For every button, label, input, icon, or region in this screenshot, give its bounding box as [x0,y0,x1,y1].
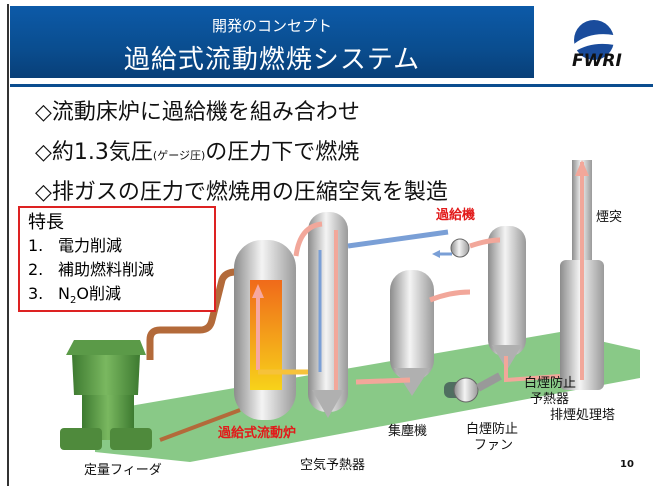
feature-item: 2.補助燃料削減 [28,260,155,279]
label-white-smoke-fan-2: ファン [474,438,514,453]
label-air-preheater: 空気予熱器 [300,458,366,473]
feeder-unit [60,340,152,450]
feature-item: 3.N2O削減 [28,284,121,307]
slide-title: 過給式流動燃焼システム [123,45,421,75]
exhaust-tower-and-chimney [560,160,604,390]
slide-subtitle: 開発のコンセプト [211,17,332,35]
label-furnace: 過給式流動炉 [218,426,297,441]
bullet-item: ◇排ガスの圧力で燃焼用の圧縮空気を製造 [35,180,448,205]
furnace-vessel [234,240,320,420]
diamond-icon: ◇ [35,140,52,165]
compressed-air-duct [347,229,449,249]
air-preheater-column [308,212,348,418]
diamond-icon: ◇ [35,100,52,125]
feature-item: 1.電力削減 [28,236,123,255]
diamond-icon: ◇ [35,180,52,205]
label-white-smoke-preheater-1: 白煙防止 [524,376,577,391]
feed-conveyor-pipe [146,268,237,360]
features-title: 特長 [28,212,64,233]
white-smoke-fan-unit [444,372,502,403]
label-chimney: 煙突 [596,210,623,225]
label-exhaust-tower: 排煙処理塔 [550,408,616,423]
label-white-smoke-preheater-2: 予熱器 [530,392,570,407]
label-dust-collector: 集塵機 [388,424,428,439]
feed-conveyor-rail [159,408,241,442]
title-banner: 開発のコンセプト 過給式流動燃焼システム [10,6,534,78]
hot-gas-duct [293,221,323,257]
turbocharger-unit [432,238,470,258]
label-white-smoke-fan-1: 白煙防止 [466,422,519,437]
label-feeder: 定量フィーダ [84,463,162,478]
header-divider [10,84,653,87]
fwri-logo: FWRI [572,20,626,71]
features-box: 特長 1.電力削減 2.補助燃料削減 3.N2O削減 [18,206,216,312]
white-smoke-preheater-vessel [469,226,561,383]
slide-frame [7,4,653,486]
dust-collector-vessel [355,270,471,396]
concept-bullets: ◇流動床炉に過給機を組み合わせ ◇約1.3気圧(ゲージ圧)の圧力下で燃焼 ◇排ガ… [35,95,595,215]
gauge-pressure-note: (ゲージ圧) [152,149,206,162]
page-number: 10 [620,459,634,470]
bullet-item: ◇約1.3気圧(ゲージ圧)の圧力下で燃焼 [35,140,360,165]
bullet-item: ◇流動床炉に過給機を組み合わせ [35,100,360,125]
label-turbocharger: 過給機 [436,208,476,223]
logo-text: FWRI [572,51,622,71]
